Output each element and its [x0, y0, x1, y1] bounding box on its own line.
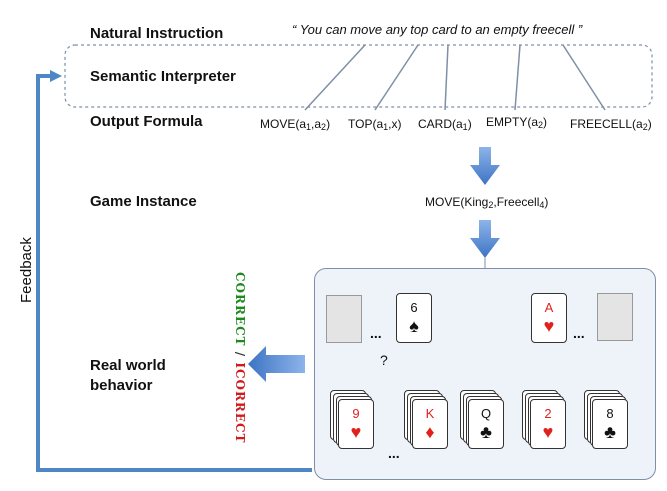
- feedback-loop: [36, 74, 312, 472]
- diamond-icon: ♦: [425, 422, 435, 442]
- club-icon: ♣: [480, 422, 492, 442]
- game-instance-formula: MOVE(King2,Freecell4): [425, 195, 549, 210]
- card-rank: 9: [352, 406, 360, 421]
- freecell-stack-ace: A ♥: [531, 293, 575, 357]
- freecell-stack-6: 6 ♠: [396, 293, 440, 357]
- card-six-spades: 6 ♠: [396, 293, 432, 343]
- ellipsis-bottom: ...: [388, 445, 400, 461]
- natural-instruction-label: Natural Instruction: [90, 25, 224, 42]
- down-arrow-2: [470, 220, 500, 258]
- card-eight-clubs: 8 ♣: [592, 399, 628, 449]
- card-rank: 2: [544, 406, 552, 421]
- ellipsis-top-right: ...: [573, 325, 585, 341]
- tableau-stack-3: Q ♣: [460, 390, 504, 454]
- connector-freecell: [562, 44, 606, 111]
- empty-freecell-left: [326, 295, 362, 343]
- connector-empty: [514, 44, 521, 111]
- formula-move: MOVE(a1,a2): [260, 117, 331, 132]
- question-mark: ?: [380, 352, 388, 368]
- verdict-incorrect: ICORRECT: [233, 362, 247, 444]
- verdict-slash: /: [233, 351, 247, 358]
- connector-top: [374, 44, 419, 111]
- empty-freecell-right: [597, 293, 633, 341]
- down-arrow-1: [470, 147, 500, 185]
- connector-card: [444, 44, 449, 111]
- card-rank: 8: [606, 406, 614, 421]
- left-arrow: [248, 346, 305, 382]
- card-nine-hearts: 9 ♥: [338, 399, 374, 449]
- card-queen-clubs: Q ♣: [468, 399, 504, 449]
- semantic-interpreter-label: Semantic Interpreter: [90, 68, 236, 85]
- card-king-diamonds: K ♦: [412, 399, 448, 449]
- feedback-arrowhead: [50, 70, 62, 82]
- heart-icon: ♥: [542, 422, 554, 442]
- tableau-stack-4: 2 ♥: [522, 390, 566, 454]
- feedback-label: Feedback: [18, 237, 35, 303]
- formula-freecell: FREECELL(a2): [570, 117, 652, 132]
- ellipsis-top: ...: [370, 325, 382, 341]
- tableau-stack-1: 9 ♥: [330, 390, 374, 454]
- instruction-quote: “ You can move any top card to an empty …: [292, 22, 583, 37]
- game-instance-label: Game Instance: [90, 193, 197, 210]
- club-icon: ♣: [604, 422, 616, 442]
- spade-icon: ♠: [409, 316, 419, 336]
- tableau-stack-2: K ♦: [404, 390, 448, 454]
- heart-icon: ♥: [350, 422, 362, 442]
- verdict-text: CORRECT / ICORRECT: [233, 272, 247, 444]
- real-world-label: Real world: [90, 357, 166, 374]
- behavior-label: behavior: [90, 377, 153, 394]
- semantic-interpreter-box: [64, 44, 653, 108]
- output-formula-label: Output Formula: [90, 113, 203, 130]
- card-ace-hearts: A ♥: [531, 293, 567, 343]
- card-rank: Q: [480, 406, 492, 421]
- card-rank: A: [544, 300, 554, 315]
- card-rank: 6: [410, 300, 418, 315]
- formula-card: CARD(a1): [418, 117, 472, 132]
- card-rank: K: [425, 406, 435, 421]
- connector-move: [304, 44, 366, 111]
- card-two-hearts: 2 ♥: [530, 399, 566, 449]
- heart-icon: ♥: [543, 316, 555, 336]
- verdict-correct: CORRECT: [233, 272, 247, 347]
- formula-top: TOP(a1,x): [348, 117, 402, 132]
- tableau-stack-5: 8 ♣: [584, 390, 628, 454]
- formula-empty: EMPTY(a2): [486, 115, 548, 130]
